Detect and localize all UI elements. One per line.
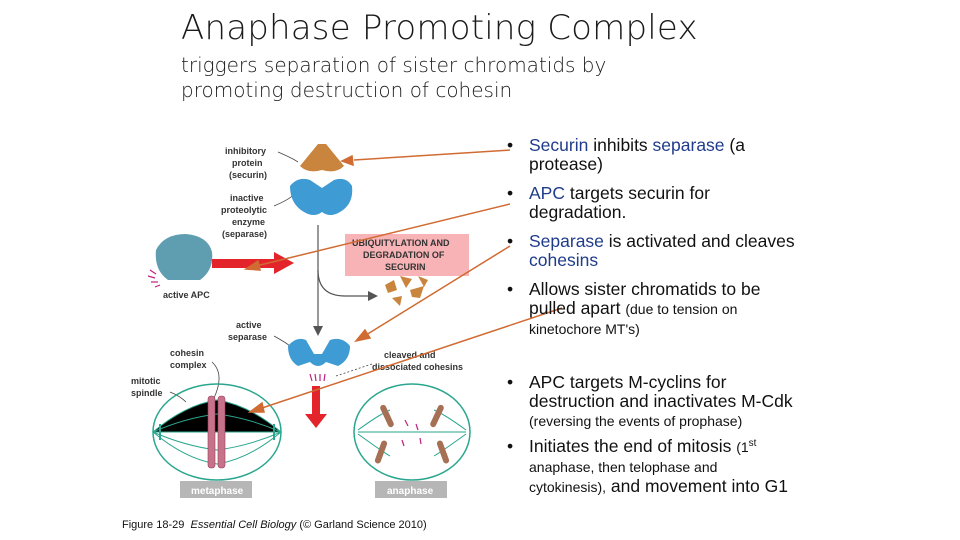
securin-protein xyxy=(300,144,344,172)
securin-fragments xyxy=(385,276,428,306)
bullet-dot: • xyxy=(507,372,514,392)
label-mitotic: mitotic xyxy=(131,376,161,386)
label-cohesin: cohesin xyxy=(170,348,204,358)
label-proteolytic: proteolytic xyxy=(221,205,267,215)
label-cleaved: cleaved and xyxy=(384,350,436,360)
label-spindle: spindle xyxy=(131,388,163,398)
label-enzyme: enzyme xyxy=(232,217,265,227)
label-inactive: inactive xyxy=(230,193,264,203)
bullet-dot: • xyxy=(507,183,514,203)
ubiquitin-marks xyxy=(147,269,161,288)
label-ubiq-1: UBIQUITYLATION AND xyxy=(352,238,450,248)
bullet-securin: • Securin inhibits separase (a protease) xyxy=(507,135,745,174)
label-securin: (securin) xyxy=(229,170,267,180)
label-anaphase: anaphase xyxy=(387,486,434,497)
metaphase-cell: metaphase xyxy=(152,383,282,498)
red-down-arrow-shaft xyxy=(312,386,320,416)
figure-caption: Figure 18-29 Essential Cell Biology (© G… xyxy=(122,519,427,531)
bullet-end-of-mitosis: • Initiates the end of mitosis (1st anap… xyxy=(507,436,788,496)
label-ubiq-2: DEGRADATION OF xyxy=(363,250,445,260)
bullet-apc-securin: • APC targets securin for degradation. xyxy=(507,183,710,222)
label-metaphase: metaphase xyxy=(191,486,244,497)
red-arrow-head xyxy=(274,252,294,274)
inactive-separase xyxy=(290,178,353,215)
label-dissociated: dissociated cohesins xyxy=(372,362,463,372)
bullet-m-cyclins: • APC targets M-cyclins for destruction … xyxy=(507,372,793,430)
pointer-lines xyxy=(243,149,563,413)
red-down-arrow-head xyxy=(305,414,327,428)
label-active-apc: active APC xyxy=(163,290,210,300)
cleaved-cohesin-marks xyxy=(309,373,326,382)
red-arrow-shaft xyxy=(212,259,274,268)
label-complex: complex xyxy=(170,360,207,370)
active-apc xyxy=(155,234,213,280)
label-active-separase: separase xyxy=(228,332,267,342)
label-inhibitory: inhibitory xyxy=(225,146,266,156)
bullet-dot: • xyxy=(507,436,514,456)
label-protein: protein xyxy=(232,158,263,168)
active-separase xyxy=(288,338,350,366)
bullet-dot: • xyxy=(507,231,514,251)
bullet-dot: • xyxy=(507,135,514,155)
label-active: active xyxy=(236,320,262,330)
bullet-sister-chromatids: • Allows sister chromatids to be pulled … xyxy=(507,279,761,338)
slide-title: Anaphase Promoting Complex xyxy=(181,8,698,48)
bullet-dot: • xyxy=(507,279,514,299)
slide-subtitle: triggers separation of sister chromatids… xyxy=(181,53,607,102)
label-ubiq-3: SECURIN xyxy=(385,262,426,272)
label-separase: (separase) xyxy=(222,229,267,239)
bullet-separase: • Separase is activated and cleaves cohe… xyxy=(507,231,795,270)
anaphase-cell: anaphase xyxy=(353,383,471,498)
ubiquitylation-box xyxy=(345,234,469,276)
